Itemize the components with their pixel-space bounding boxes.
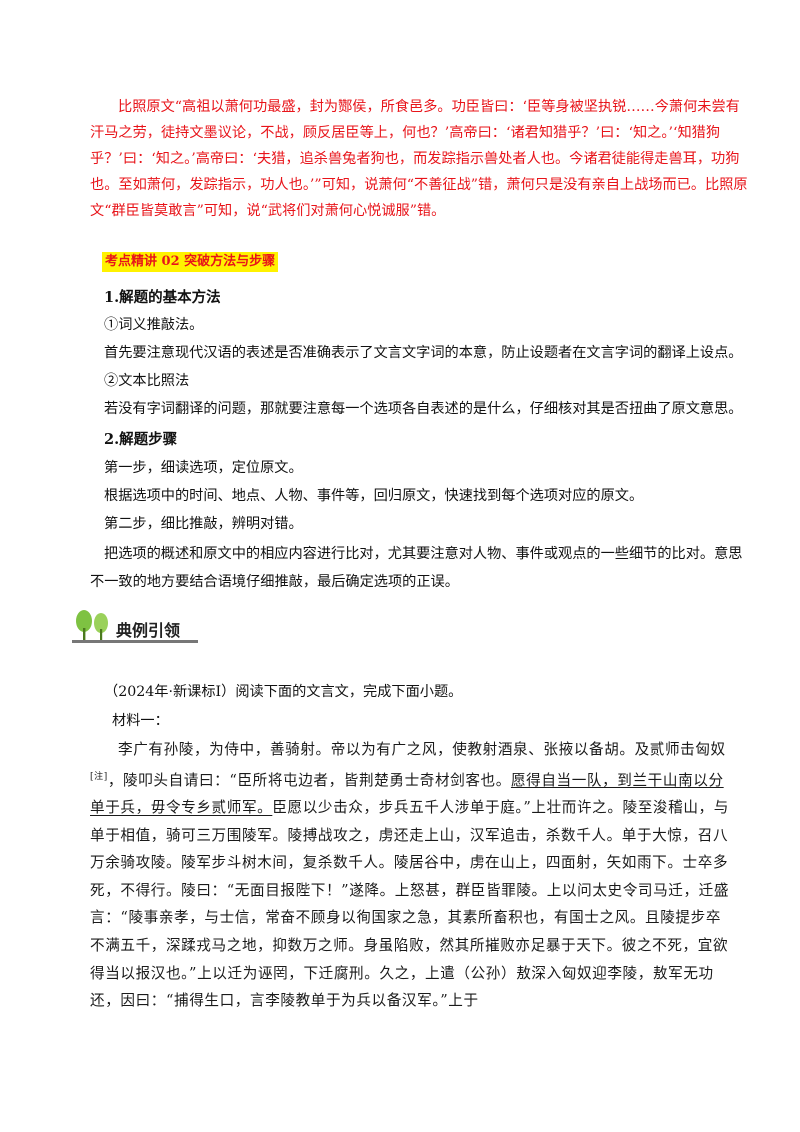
method1-title: ①词义推敲法。 — [104, 317, 204, 333]
example-banner: 典例引领 — [72, 610, 198, 646]
analysis-paragraph: 比照原文“高祖以萧何功最盛，封为酂侯，所食邑多。功臣皆曰：‘臣等身被坚执锐……今… — [90, 99, 748, 219]
section2-heading: 2.解题步骤 — [104, 431, 178, 448]
example-intro: （2024年·新课标Ⅰ）阅读下面的文言文，完成下面小题。 — [104, 684, 463, 700]
passage-part1: 李广有孙陵，为侍中，善骑射。帝以为有广之风，使教射酒泉、张掖以备胡。及贰师击匈奴 — [118, 741, 726, 758]
classical-passage: 李广有孙陵，为侍中，善骑射。帝以为有广之风，使教射酒泉、张掖以备胡。及贰师击匈奴… — [90, 736, 730, 1015]
passage-part2: ，陵叩头自请曰：“臣所将屯边者，皆荆楚勇士奇材剑客也。 — [107, 771, 511, 789]
method2-title: ②文本比照法 — [104, 373, 190, 389]
banner-divider — [72, 640, 198, 643]
step1-title: 第一步，细读选项，定位原文。 — [104, 460, 303, 476]
method2-text: 若没有字词翻译的问题，那就要注意每一个选项各自表述的是什么，仔细核对其是否扭曲了… — [104, 401, 743, 417]
footnote-mark: [注] — [90, 771, 108, 782]
tree-icon — [94, 613, 108, 640]
method1-text: 首先要注意现代汉语的表述是否准确表示了文言文字词的本意，防止设题者在文言字词的翻… — [104, 345, 743, 361]
example-banner-label: 典例引领 — [116, 621, 181, 640]
material-label: 材料一： — [112, 713, 169, 729]
kaodian-label: 考点精讲 02 突破方法与步骤 — [102, 252, 279, 272]
step2-title: 第二步，细比推敲，辨明对错。 — [104, 516, 303, 532]
step1-text: 根据选项中的时间、地点、人物、事件等，回归原文，快速找到每个选项对应的原文。 — [104, 488, 644, 504]
step2-text: 把选项的概述和原文中的相应内容进行比对，尤其要注意对人物、事件或观点的一些细节的… — [90, 546, 743, 590]
section1-heading: 1.解题的基本方法 — [104, 289, 221, 306]
passage-underlined: 愿得自当一队，到兰干山南以分单于兵，毋令专乡贰师军。 — [90, 771, 724, 817]
passage-part3: 臣愿以少击众，步兵五千人涉单于庭。”上壮而许之。陵至浚稽山，与单于相值，骑可三万… — [90, 799, 730, 1010]
tree-icon — [76, 610, 92, 640]
